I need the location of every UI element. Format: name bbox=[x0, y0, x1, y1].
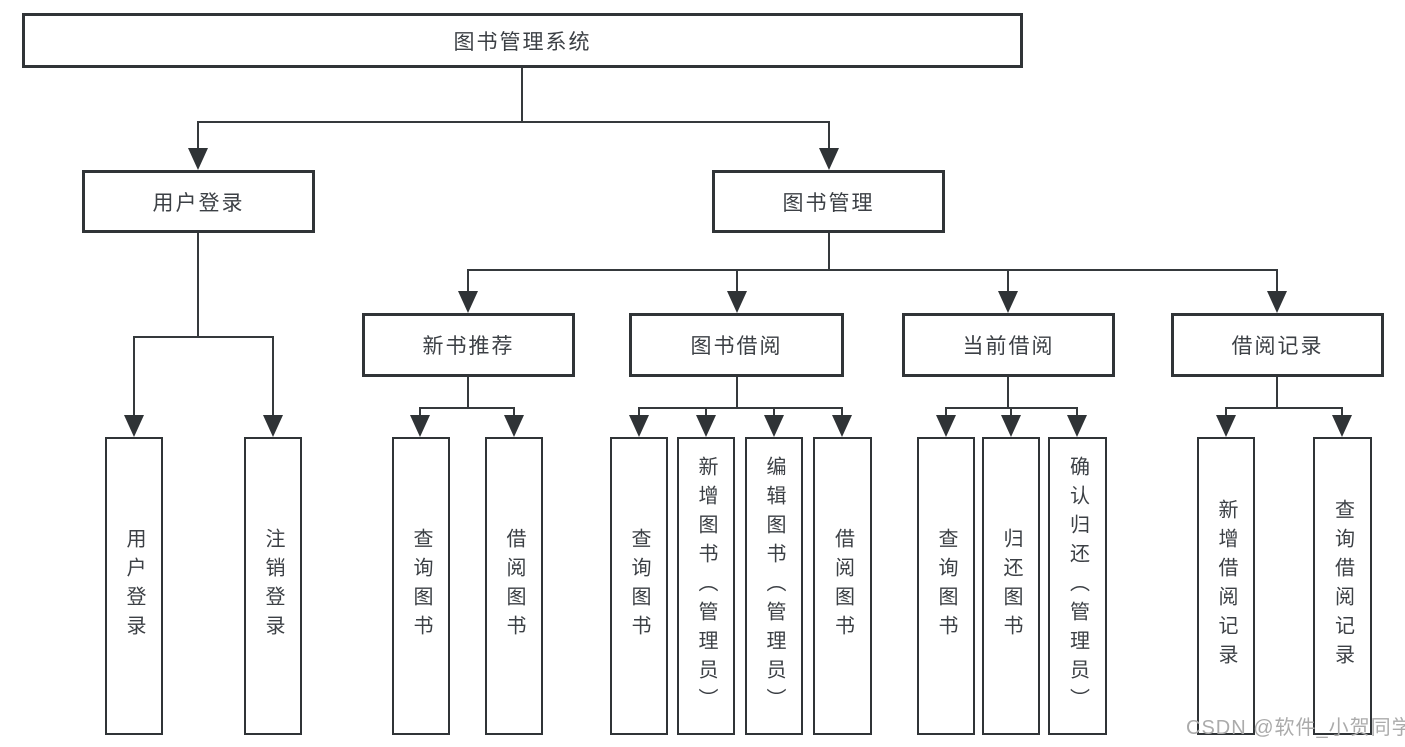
connector-line bbox=[828, 121, 830, 152]
arrow-down-icon bbox=[1267, 291, 1287, 313]
connector-line bbox=[1276, 377, 1278, 409]
node-new-book-recommendation: 新书推荐 bbox=[362, 313, 575, 377]
arrow-down-icon bbox=[936, 415, 956, 437]
connector-line bbox=[1010, 407, 1012, 419]
connector-line bbox=[1076, 407, 1078, 419]
leaf-query-books-current: 查询图书 bbox=[917, 437, 975, 735]
leaf-query-borrow-record: 查询借阅记录 bbox=[1313, 437, 1372, 735]
arrow-down-icon bbox=[727, 291, 747, 313]
node-library-management-system: 图书管理系统 bbox=[22, 13, 1023, 68]
connector-line bbox=[467, 269, 1278, 271]
arrow-down-icon bbox=[188, 148, 208, 170]
connector-line bbox=[638, 407, 640, 419]
connector-line bbox=[1007, 377, 1009, 409]
leaf-add-books-admin: 新增图书（管理员） bbox=[677, 437, 735, 735]
connector-line bbox=[1007, 269, 1009, 293]
connector-line bbox=[513, 407, 515, 419]
arrow-down-icon bbox=[998, 291, 1018, 313]
node-user-login: 用户登录 bbox=[82, 170, 315, 233]
node-book-management: 图书管理 bbox=[712, 170, 945, 233]
connector-line bbox=[467, 377, 469, 409]
connector-line bbox=[419, 407, 515, 409]
arrow-down-icon bbox=[1332, 415, 1352, 437]
leaf-confirm-return-admin: 确认归还（管理员） bbox=[1048, 437, 1107, 735]
connector-line bbox=[419, 407, 421, 419]
arrow-down-icon bbox=[124, 415, 144, 437]
connector-line bbox=[467, 269, 469, 293]
leaf-query-books-recommend: 查询图书 bbox=[392, 437, 450, 735]
connector-line bbox=[638, 407, 843, 409]
connector-line bbox=[133, 336, 135, 417]
arrow-down-icon bbox=[832, 415, 852, 437]
leaf-user-login: 用户登录 bbox=[105, 437, 163, 735]
connector-line bbox=[773, 407, 775, 419]
leaf-borrow-books-recommend: 借阅图书 bbox=[485, 437, 543, 735]
connector-line bbox=[197, 121, 830, 123]
arrow-down-icon bbox=[410, 415, 430, 437]
leaf-logout: 注销登录 bbox=[244, 437, 302, 735]
connector-line bbox=[1225, 407, 1343, 409]
leaf-edit-books-admin: 编辑图书（管理员） bbox=[745, 437, 803, 735]
arrow-down-icon bbox=[696, 415, 716, 437]
node-borrowing-records: 借阅记录 bbox=[1171, 313, 1384, 377]
connector-line bbox=[521, 68, 523, 122]
node-current-borrowing: 当前借阅 bbox=[902, 313, 1115, 377]
connector-line bbox=[1341, 407, 1343, 419]
connector-line bbox=[197, 233, 199, 338]
connector-line bbox=[945, 407, 947, 419]
node-book-borrowing: 图书借阅 bbox=[629, 313, 844, 377]
connector-line bbox=[1225, 407, 1227, 419]
connector-line bbox=[133, 336, 274, 338]
connector-line bbox=[1276, 269, 1278, 293]
arrow-down-icon bbox=[629, 415, 649, 437]
connector-line bbox=[705, 407, 707, 419]
arrow-down-icon bbox=[1067, 415, 1087, 437]
connector-line bbox=[736, 377, 738, 409]
connector-line bbox=[272, 336, 274, 417]
arrow-down-icon bbox=[764, 415, 784, 437]
leaf-query-books-borrowing: 查询图书 bbox=[610, 437, 668, 735]
arrow-down-icon bbox=[504, 415, 524, 437]
arrow-down-icon bbox=[1216, 415, 1236, 437]
arrow-down-icon bbox=[458, 291, 478, 313]
arrow-down-icon bbox=[263, 415, 283, 437]
arrow-down-icon bbox=[819, 148, 839, 170]
leaf-return-books: 归还图书 bbox=[982, 437, 1040, 735]
connector-line bbox=[841, 407, 843, 419]
csdn-watermark: CSDN @软件_小贺同学 bbox=[1186, 717, 1405, 739]
leaf-add-borrow-record: 新增借阅记录 bbox=[1197, 437, 1255, 735]
connector-line bbox=[197, 121, 199, 152]
connector-line bbox=[828, 233, 830, 271]
leaf-borrow-books-borrowing: 借阅图书 bbox=[813, 437, 872, 735]
connector-line bbox=[736, 269, 738, 293]
arrow-down-icon bbox=[1001, 415, 1021, 437]
